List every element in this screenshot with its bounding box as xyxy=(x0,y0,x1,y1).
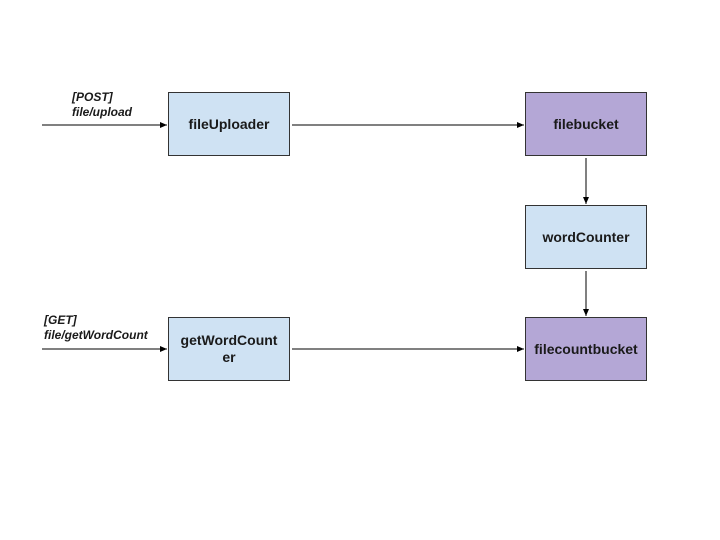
file-uploader-label: fileUploader xyxy=(188,115,270,132)
file-bucket-label: filebucket xyxy=(553,115,619,132)
file-uploader-node: fileUploader xyxy=(168,92,290,156)
get-word-counter-label: getWordCounter xyxy=(180,332,278,365)
word-counter-label: wordCounter xyxy=(542,228,630,245)
count-route-path: file/getWordCount xyxy=(44,328,148,342)
count-route-label: [GET] file/getWordCount xyxy=(44,313,148,343)
file-bucket-node: filebucket xyxy=(525,92,647,156)
file-count-bucket-label: filecountbucket xyxy=(534,340,638,357)
upload-route-label: [POST] file/upload xyxy=(72,90,132,120)
word-counter-node: wordCounter xyxy=(525,205,647,269)
get-word-counter-node: getWordCounter xyxy=(168,317,290,381)
upload-route-method: [POST] xyxy=(72,90,113,104)
count-route-method: [GET] xyxy=(44,313,77,327)
file-count-bucket-node: filecountbucket xyxy=(525,317,647,381)
upload-route-path: file/upload xyxy=(72,105,132,119)
